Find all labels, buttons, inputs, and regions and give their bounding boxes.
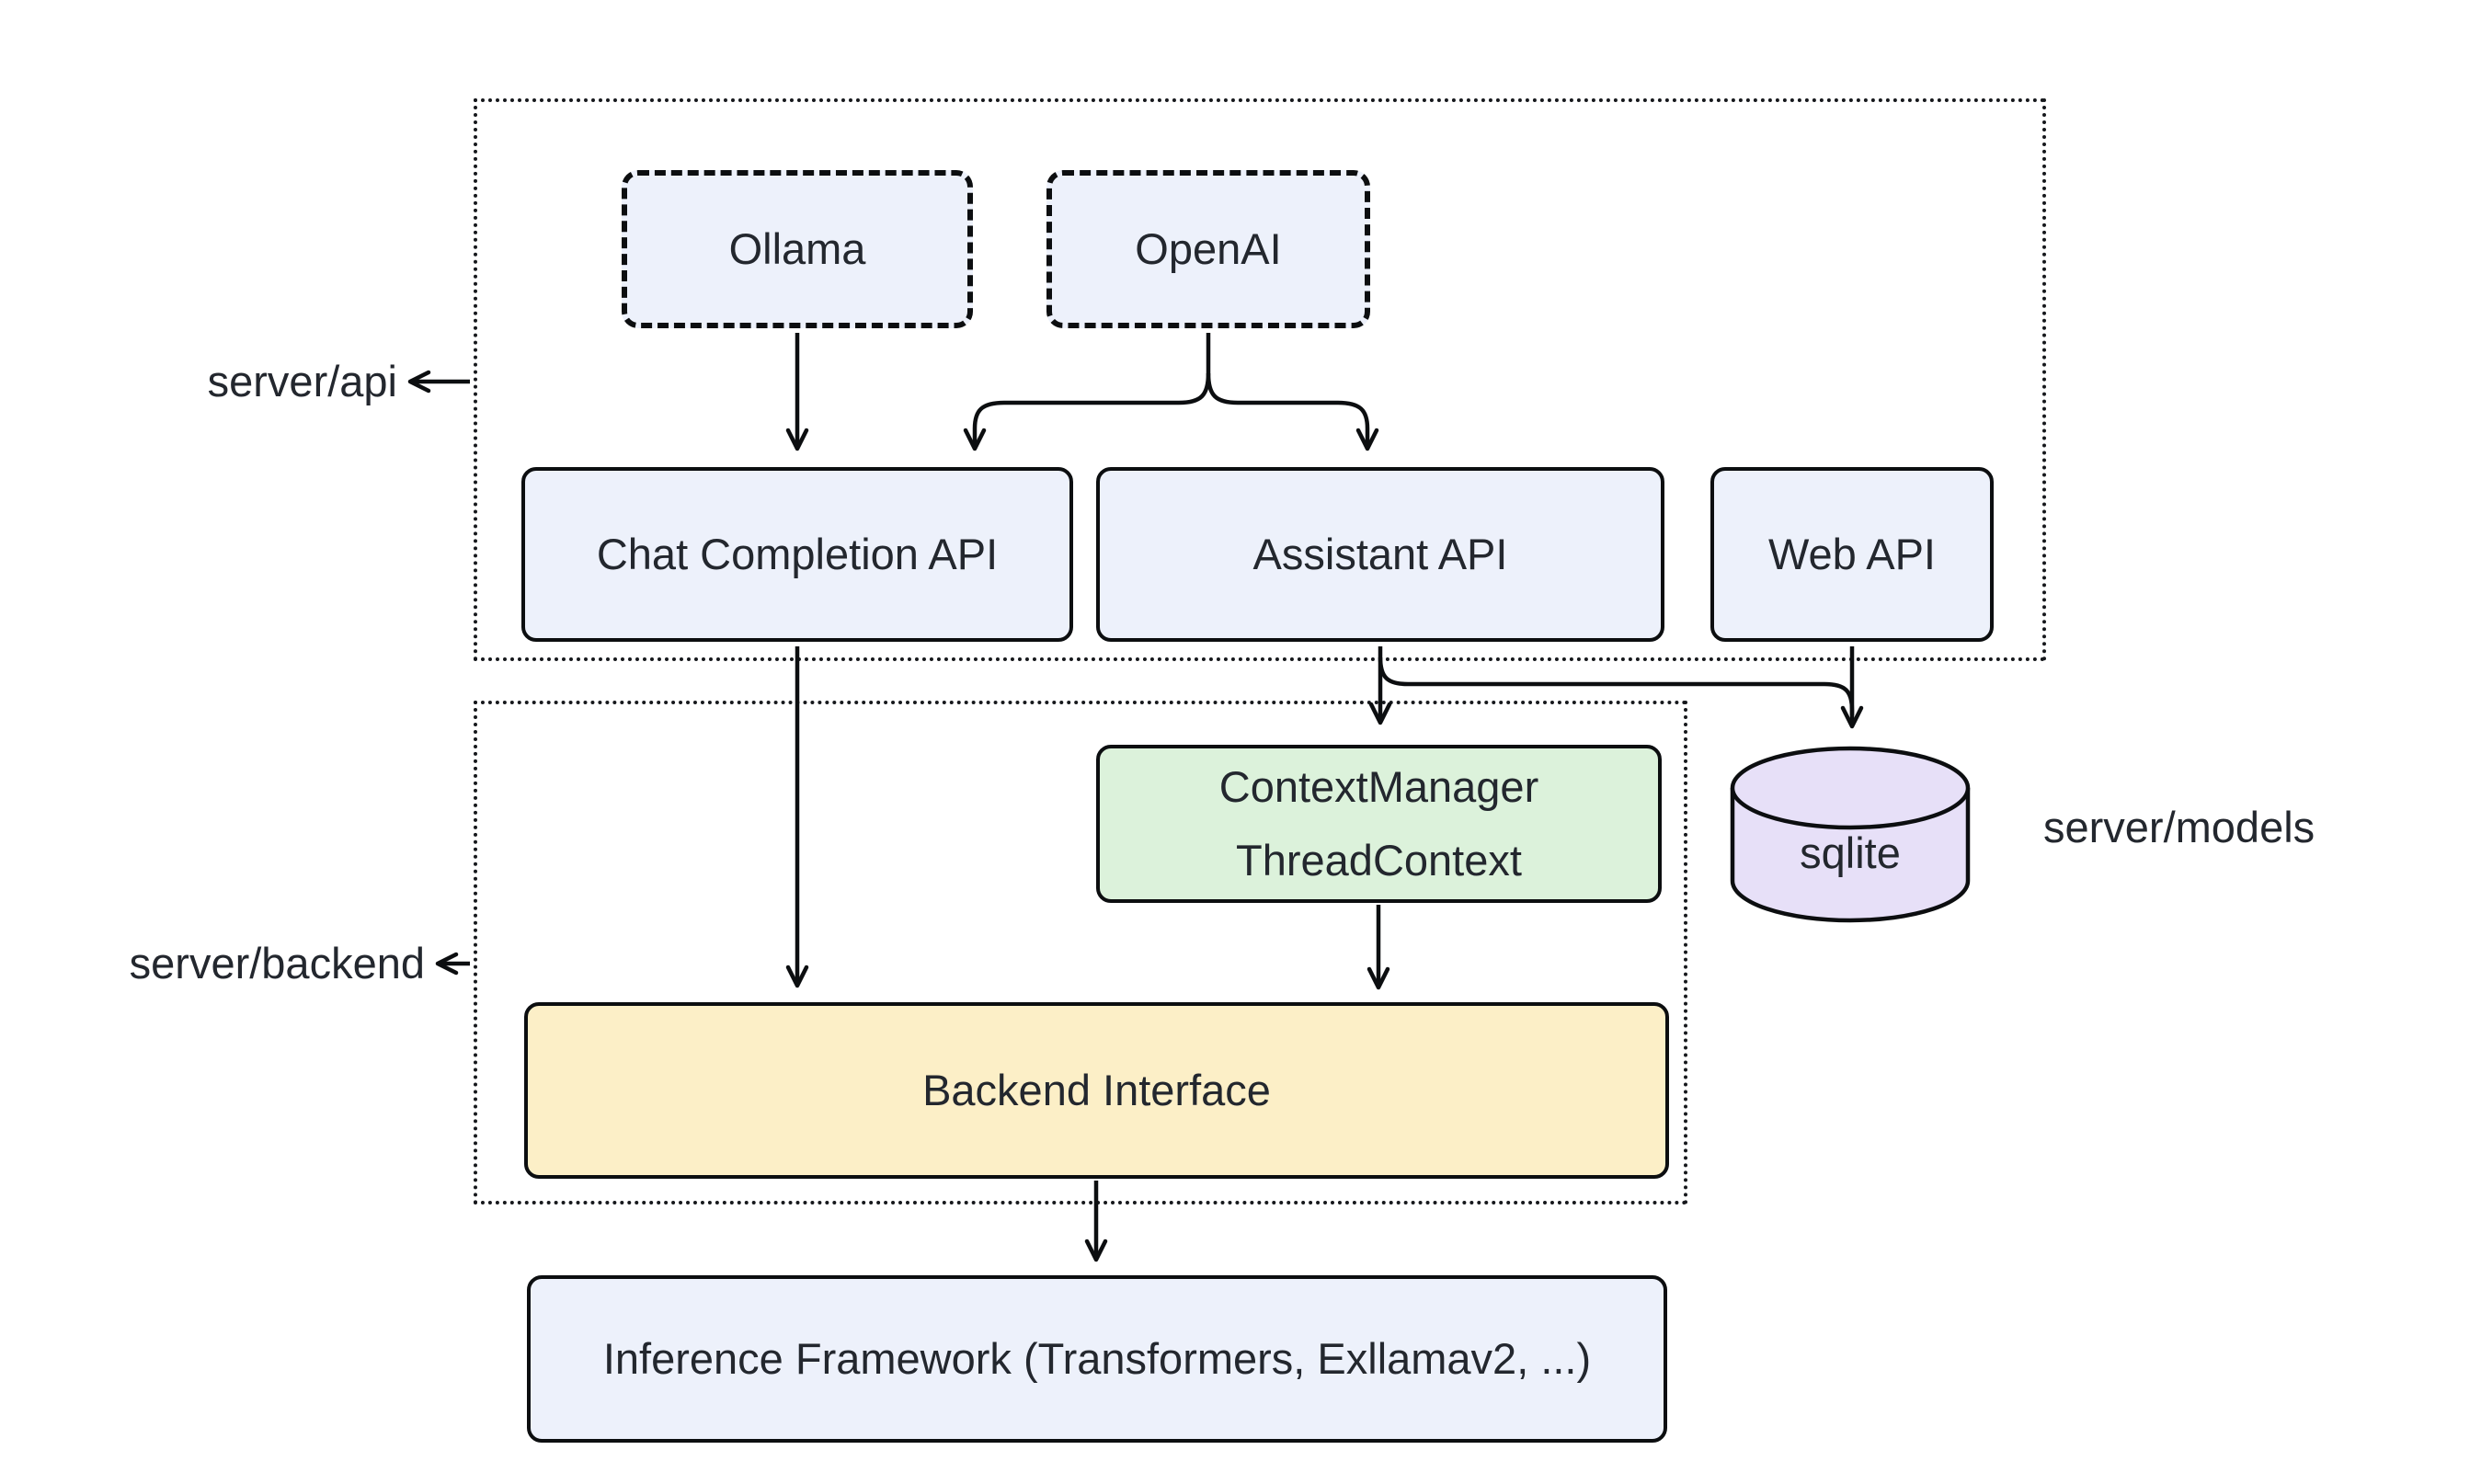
edge-assistant-to-sqlite — [1378, 656, 1855, 715]
node-web-api: Web API — [1710, 467, 1994, 642]
server-backend-label: server/backend — [129, 939, 425, 987]
server-api-group-border — [474, 98, 2046, 661]
node-chat-completion-api: Chat Completion API — [521, 467, 1073, 642]
edge-openai-to-chat — [963, 333, 1211, 451]
node-context-manager-label: ContextManager ThreadContext — [1219, 750, 1538, 897]
server-models-label: server/models — [2043, 803, 2316, 851]
node-chat-completion-api-label: Chat Completion API — [596, 529, 999, 578]
node-backend-interface: Backend Interface — [524, 1002, 1669, 1179]
node-assistant-api-label: Assistant API — [1252, 529, 1508, 578]
node-openai-label: OpenAI — [1135, 223, 1282, 273]
node-ollama-label: Ollama — [728, 223, 866, 273]
context-manager-line1: ContextManager — [1218, 762, 1539, 812]
node-backend-interface-label: Backend Interface — [922, 1065, 1271, 1114]
node-openai: OpenAI — [1046, 170, 1370, 328]
server-backend-group-border — [474, 701, 1687, 1204]
node-inference-framework: Inference Framework (Transformers, Exlla… — [527, 1275, 1667, 1443]
node-assistant-api: Assistant API — [1096, 467, 1664, 642]
node-ollama: Ollama — [622, 170, 973, 328]
context-manager-line2: ThreadContext — [1236, 836, 1522, 885]
node-inference-framework-label: Inference Framework (Transformers, Exlla… — [602, 1333, 1592, 1383]
edge-openai-to-assistant — [1206, 372, 1379, 451]
node-context-manager: ContextManager ThreadContext — [1096, 745, 1662, 903]
node-sqlite-label: sqlite — [1800, 828, 1901, 877]
server-api-label: server/api — [207, 357, 397, 405]
node-web-api-label: Web API — [1767, 529, 1936, 578]
sqlite-cylinder — [1730, 746, 1971, 923]
